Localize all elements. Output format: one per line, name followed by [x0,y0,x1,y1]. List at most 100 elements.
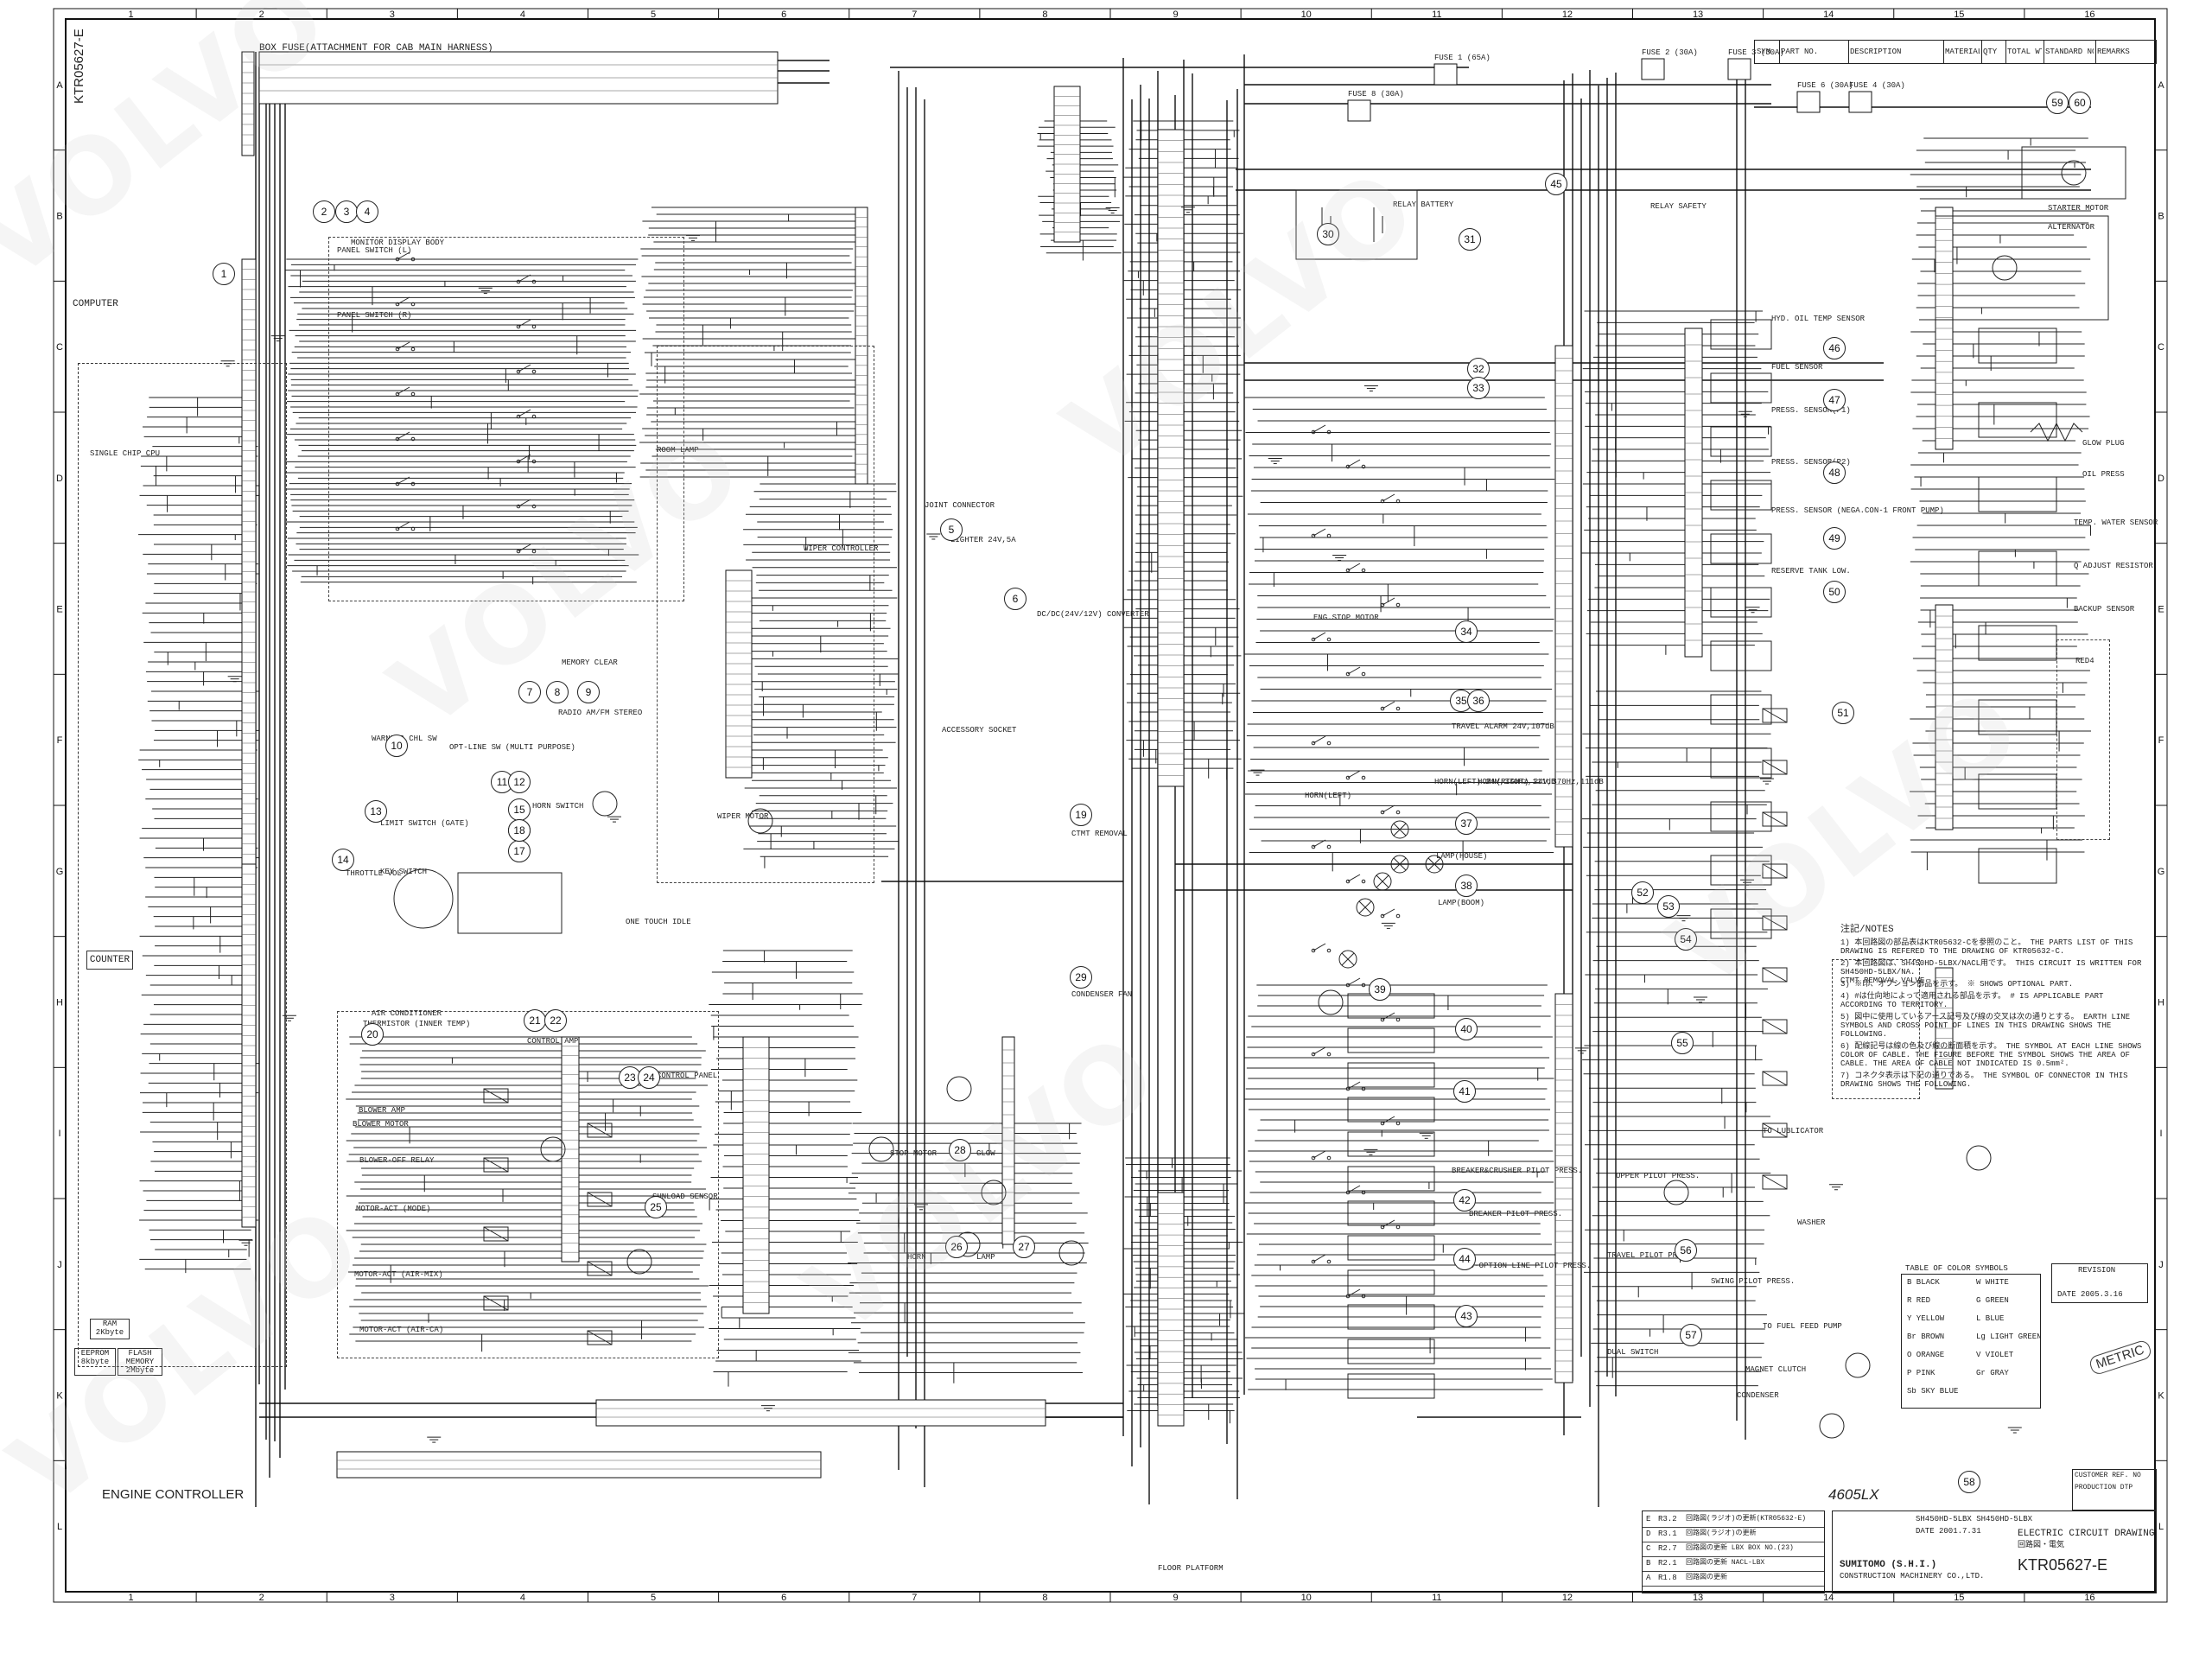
customer-block: CUSTOMER REF. NO PRODUCTION DTP [2072,1469,2157,1511]
component-label: KEY SWITCH [380,868,428,876]
header-column-divider [1943,41,1944,63]
switch-terminal [410,391,416,397]
switch-pivot [1345,464,1351,469]
component-label: JOINT CONNECTOR [925,501,995,510]
switch-terminal [1326,533,1332,538]
callout-number: 7 [518,681,541,703]
switch-contact [1313,735,1326,744]
relay-coil-diagonal [1762,708,1788,723]
revision-symbol: E [1646,1515,1651,1523]
connector-block [595,1399,1046,1427]
revision-number: R2.1 [1658,1559,1677,1568]
switch-contact [518,274,531,283]
callout-number: 27 [1013,1236,1035,1258]
callout-number: 53 [1657,895,1680,918]
switch-pivot [1311,429,1316,435]
callout-number: 14 [332,849,354,871]
header-column-label: DESCRIPTION [1850,48,1902,56]
component-label: LAMP [976,1253,995,1262]
callout-number: 15 [508,798,531,821]
fuse-symbol [1848,91,1872,113]
color-symbol-entry: V VIOLET [1976,1351,2014,1359]
relay-coil-symbol [483,1295,509,1311]
grid-row-label: J [2158,1260,2164,1270]
callout-number: 20 [361,1023,384,1046]
revision-number: R1.8 [1658,1574,1677,1582]
switch-pivot [1380,602,1385,607]
callout-number: 60 [2069,92,2091,114]
grid-col-label: 7 [912,1593,917,1603]
component-label: GLOW [976,1149,995,1158]
switch-pivot [1380,499,1385,504]
switch-terminal [410,257,416,262]
component-label: GLOW PLUG [2082,439,2125,448]
relay-coil-symbol [483,1226,509,1242]
sensor-box [1710,426,1772,457]
grid-row-label: L [57,1522,62,1532]
callout-number: 24 [638,1066,660,1089]
relay-coil-symbol [587,1123,613,1138]
switch-terminal [1395,602,1401,607]
note-item: 2) 本回路図は、SH450HD-5LBX/NACL用です。 THIS CIRC… [1840,959,2142,976]
component-label: PRESS. SENSOR (NEGA.CON-1 FRONT PUMP) [1771,506,1944,515]
relay-coil-diagonal [587,1123,613,1138]
switch-pivot [1311,844,1316,849]
switch-pivot [516,459,521,464]
component-label: MOTOR-ACT (AIR-CA) [359,1326,444,1334]
switch-pivot [1345,775,1351,780]
switch-terminal [531,279,537,284]
note-item: 1) 本回路図の部品表はKTR05632-Cを参照のこと。 THE PARTS … [1840,938,2133,956]
grid-row-label: H [56,998,63,1008]
component-label: ACCESSORY SOCKET [942,726,1017,735]
grid-row-label: G [56,867,64,877]
color-symbol-entry: Lg LIGHT GREEN [1976,1332,2042,1341]
switch-contact [397,521,410,530]
callout-number: 59 [2046,92,2069,114]
grid-row-label: J [57,1260,62,1270]
color-symbol-entry: Y YELLOW [1907,1314,1945,1323]
relay-coil-symbol [1762,1071,1788,1086]
component-label: ENG.STOP MOTOR [1313,614,1379,622]
fuse-label: FUSE 3 (30A) [1728,48,1784,57]
component-label: PANEL SWITCH (L) [337,246,412,255]
switch-pivot [395,257,400,262]
header-column-label: SYM [1757,48,1771,56]
color-symbol-entry: L BLUE [1976,1314,2005,1323]
component-label: LAMP(BOOM) [1438,899,1485,907]
component-label: MEMORY CLEAR [562,658,618,667]
switch-terminal [1361,464,1366,469]
header-column-label: PART NO. [1781,48,1819,56]
switch-contact [518,409,531,417]
callout-number: 30 [1317,223,1339,245]
switch-pivot [516,504,521,509]
computer-label: COMPUTER [73,299,118,309]
switch-terminal [1361,879,1366,884]
callout-number: 54 [1675,928,1697,951]
component-label: HORN(LEFT) 24V,370Hz,111dB [1434,778,1556,786]
relay-coil-symbol [1762,1174,1788,1190]
switch-contact [1347,874,1361,882]
sensor-box [1978,476,2057,512]
component-label: TO LUBLICATOR [1763,1127,1824,1135]
switch-terminal [1326,1155,1332,1161]
air-conditioner-region [337,1011,719,1358]
sensor-box [1978,848,2057,884]
switch-terminal [1361,568,1366,573]
component-label: LAMP(HOUSE) [1436,852,1488,861]
sensor-box [1710,801,1772,832]
switch-contact [1382,701,1395,709]
callout-number: 52 [1631,881,1654,904]
pressure-switch-box [1347,1200,1435,1226]
relay-coil-symbol [483,1157,509,1173]
switch-terminal [410,481,416,487]
pressure-switch-box [1347,1373,1435,1399]
color-symbol-entry: G GREEN [1976,1296,2009,1305]
switch-terminal [531,414,537,419]
revision-row-divider [1643,1556,1824,1557]
switch-contact [1382,908,1395,917]
relay-coil-symbol [587,1192,613,1207]
grid-col-label: 8 [1042,10,1047,20]
pressure-switch-box [1347,1339,1435,1364]
callout-number: 21 [524,1009,546,1032]
